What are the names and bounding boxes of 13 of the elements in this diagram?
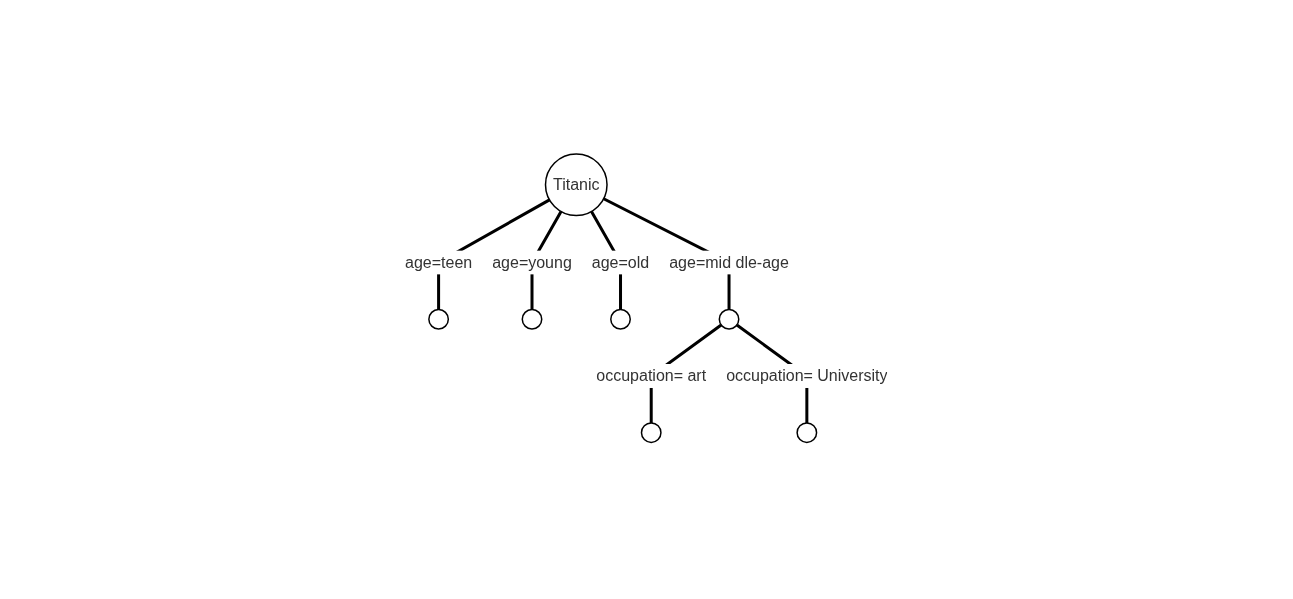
edge-label: occupation= University	[726, 367, 888, 385]
node-circle	[428, 308, 450, 330]
node-circle	[610, 308, 632, 330]
node-circle: Titanic	[544, 153, 608, 217]
edge-label: age=teen	[405, 253, 473, 271]
node-circle	[718, 308, 740, 330]
node-circle	[521, 308, 543, 330]
node-circle	[796, 422, 818, 444]
edge-label: age=young	[492, 253, 573, 271]
edge-label: occupation= art	[596, 367, 707, 385]
node-circle	[640, 422, 662, 444]
edge-label: age=old	[592, 253, 650, 271]
edge-label: age=mid dle-age	[669, 253, 790, 271]
